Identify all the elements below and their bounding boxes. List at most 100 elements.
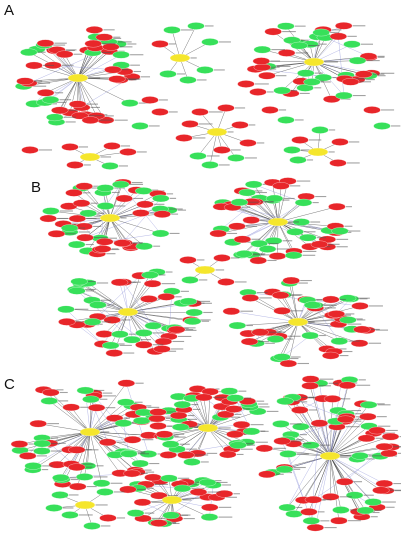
node-label-mark xyxy=(70,478,85,481)
node-label-mark xyxy=(198,423,207,425)
green-node xyxy=(57,305,75,314)
node-label-mark xyxy=(169,43,176,45)
node-label-mark xyxy=(199,279,208,281)
green-node xyxy=(330,337,348,345)
network-edge xyxy=(89,399,92,433)
network-edge xyxy=(102,311,129,345)
node-label-mark xyxy=(307,159,314,161)
node-label-mark xyxy=(167,425,174,427)
node-label-mark xyxy=(119,344,132,346)
node-label-mark xyxy=(53,101,67,103)
network-edge xyxy=(297,298,351,323)
node-label-mark xyxy=(276,248,290,250)
node-label-mark xyxy=(377,56,385,58)
red-node xyxy=(306,523,324,532)
red-node xyxy=(133,498,152,507)
node-label-mark xyxy=(37,82,51,84)
red-node xyxy=(215,490,234,498)
red-node xyxy=(330,516,348,525)
node-label-mark xyxy=(187,418,198,420)
red-node xyxy=(99,438,117,447)
node-label-mark xyxy=(233,493,240,495)
red-node xyxy=(56,50,74,59)
node-label-mark xyxy=(63,116,76,118)
network-edge xyxy=(49,400,91,433)
green-node xyxy=(46,113,64,122)
node-label-mark xyxy=(65,233,76,235)
node-label-mark xyxy=(314,298,324,301)
node-label-mark xyxy=(197,300,211,302)
network-edge xyxy=(110,311,129,346)
network-edge xyxy=(329,436,391,457)
green-node xyxy=(83,522,101,530)
node-label-mark xyxy=(359,81,371,83)
node-label-mark xyxy=(172,522,180,525)
hub-node xyxy=(287,317,309,327)
node-label-mark xyxy=(368,342,382,344)
red-node xyxy=(226,430,244,439)
node-label-mark xyxy=(276,65,291,67)
node-label-mark xyxy=(296,506,303,509)
network-edge xyxy=(89,431,141,464)
network-edge xyxy=(60,431,91,478)
node-label-mark xyxy=(116,441,126,443)
node-label-mark xyxy=(152,517,166,519)
node-label-mark xyxy=(377,55,385,57)
node-label-mark xyxy=(260,430,269,432)
red-node xyxy=(123,435,142,444)
node-label-mark xyxy=(300,39,309,41)
node-label-mark xyxy=(304,231,316,233)
red-node xyxy=(368,426,386,435)
network-edge xyxy=(221,201,256,230)
node-label-mark xyxy=(297,453,309,455)
network-edge xyxy=(277,206,337,223)
red-node xyxy=(271,291,290,300)
red-node xyxy=(353,325,371,334)
red-node xyxy=(249,88,267,96)
node-label-mark xyxy=(324,527,337,529)
node-label-mark xyxy=(316,299,325,301)
node-label-mark xyxy=(65,121,76,123)
network-edge xyxy=(282,294,299,323)
green-node xyxy=(226,394,244,402)
network-edge xyxy=(329,403,363,457)
node-label-mark xyxy=(93,476,108,478)
network-edge xyxy=(280,423,331,457)
node-label-mark xyxy=(227,131,234,133)
node-label-mark xyxy=(171,213,179,215)
red-node xyxy=(237,80,255,88)
node-label-mark xyxy=(131,451,146,453)
node-label-mark xyxy=(345,206,352,208)
node-label-mark xyxy=(260,254,270,256)
node-label-mark xyxy=(186,448,197,450)
network-edge xyxy=(329,455,342,511)
red-node xyxy=(273,307,291,315)
node-label-mark xyxy=(308,45,321,47)
node-label-mark xyxy=(397,452,401,454)
node-label-mark xyxy=(275,75,287,77)
red-node xyxy=(47,230,66,238)
node-label-mark xyxy=(88,115,103,117)
red-node xyxy=(328,202,346,211)
green-node xyxy=(173,400,191,409)
node-label-mark xyxy=(345,313,355,315)
green-node xyxy=(40,397,58,405)
node-label-mark xyxy=(212,396,226,398)
network-edge xyxy=(89,431,149,455)
network-edge xyxy=(120,184,161,234)
node-label-mark xyxy=(69,494,79,496)
node-label-mark xyxy=(354,418,364,420)
green-node xyxy=(135,329,153,337)
node-label-mark xyxy=(246,225,257,227)
red-node xyxy=(355,70,373,78)
green-node xyxy=(345,491,364,499)
node-label-mark xyxy=(94,237,108,239)
node-label-mark xyxy=(86,218,97,220)
node-label-mark xyxy=(245,157,257,159)
network-edge xyxy=(244,221,279,255)
node-label-mark xyxy=(376,416,387,418)
node-label-mark xyxy=(353,420,362,422)
red-node xyxy=(372,486,390,495)
network-edge xyxy=(71,407,91,433)
red-node xyxy=(225,405,243,413)
